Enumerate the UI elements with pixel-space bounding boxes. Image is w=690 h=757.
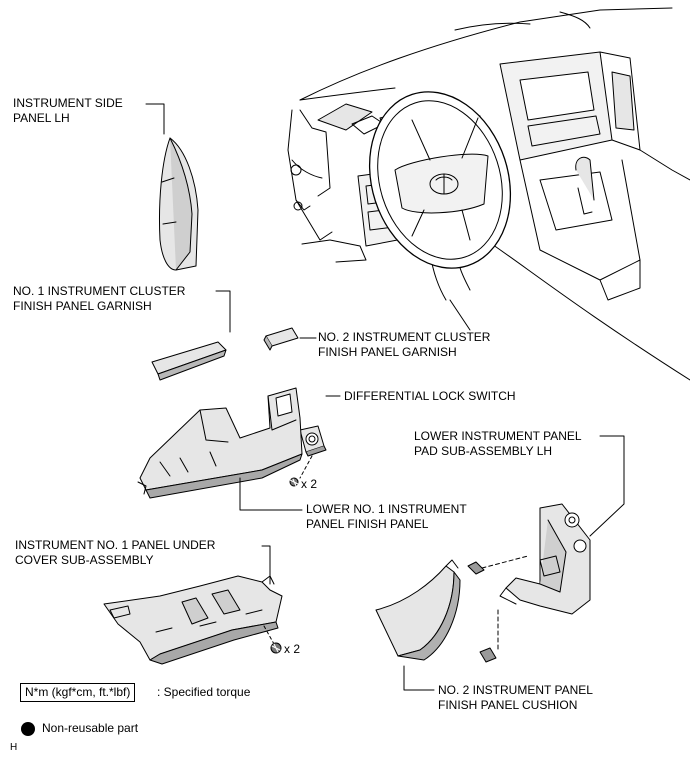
finish-panel-screws [289,455,313,487]
under-cover-part [103,575,283,665]
leader-lines [145,103,625,691]
legend-torque-box: N*m (kgf*cm, ft.*lbf) [20,683,136,702]
cluster-garnish-1 [151,341,227,381]
label-finish-panel-cushion: NO. 2 INSTRUMENT PANEL FINISH PANEL CUSH… [438,683,593,712]
label-under-cover-sub-assembly: INSTRUMENT NO. 1 PANEL UNDER COVER SUB-A… [15,538,216,567]
steering-wheel [368,91,512,269]
qty-under-cover-screws: x 2 [284,642,301,656]
lower-finish-panel-part [137,387,303,499]
qty-finish-panel-screws: x 2 [301,477,318,491]
label-no1-cluster-garnish: NO. 1 INSTRUMENT CLUSTER FINISH PANEL GA… [13,284,186,313]
instrument-side-panel-lh [158,137,199,271]
pad-clips [467,555,529,663]
nonreusable-dot-icon [21,722,35,736]
figure-id: H [10,742,18,753]
lower-pad-part [499,503,591,615]
label-differential-lock-switch: DIFFERENTIAL LOCK SWITCH [344,389,516,403]
legend-nonreusable-text: Non-reusable part [42,721,139,735]
legend-torque-text: : Specified torque [157,685,251,699]
differential-lock-switch-part [299,425,327,457]
label-instrument-side-panel-lh: INSTRUMENT SIDE PANEL LH [13,96,123,125]
label-lower-instrument-panel-pad: LOWER INSTRUMENT PANEL PAD SUB-ASSEMBLY … [414,429,582,458]
under-cover-screws [263,625,282,654]
label-lower-no1-finish-panel: LOWER NO. 1 INSTRUMENT PANEL FINISH PANE… [306,502,467,531]
label-no2-cluster-garnish: NO. 2 INSTRUMENT CLUSTER FINISH PANEL GA… [318,330,491,359]
finish-panel-cushion-part [375,559,461,661]
cluster-garnish-2 [263,327,299,351]
